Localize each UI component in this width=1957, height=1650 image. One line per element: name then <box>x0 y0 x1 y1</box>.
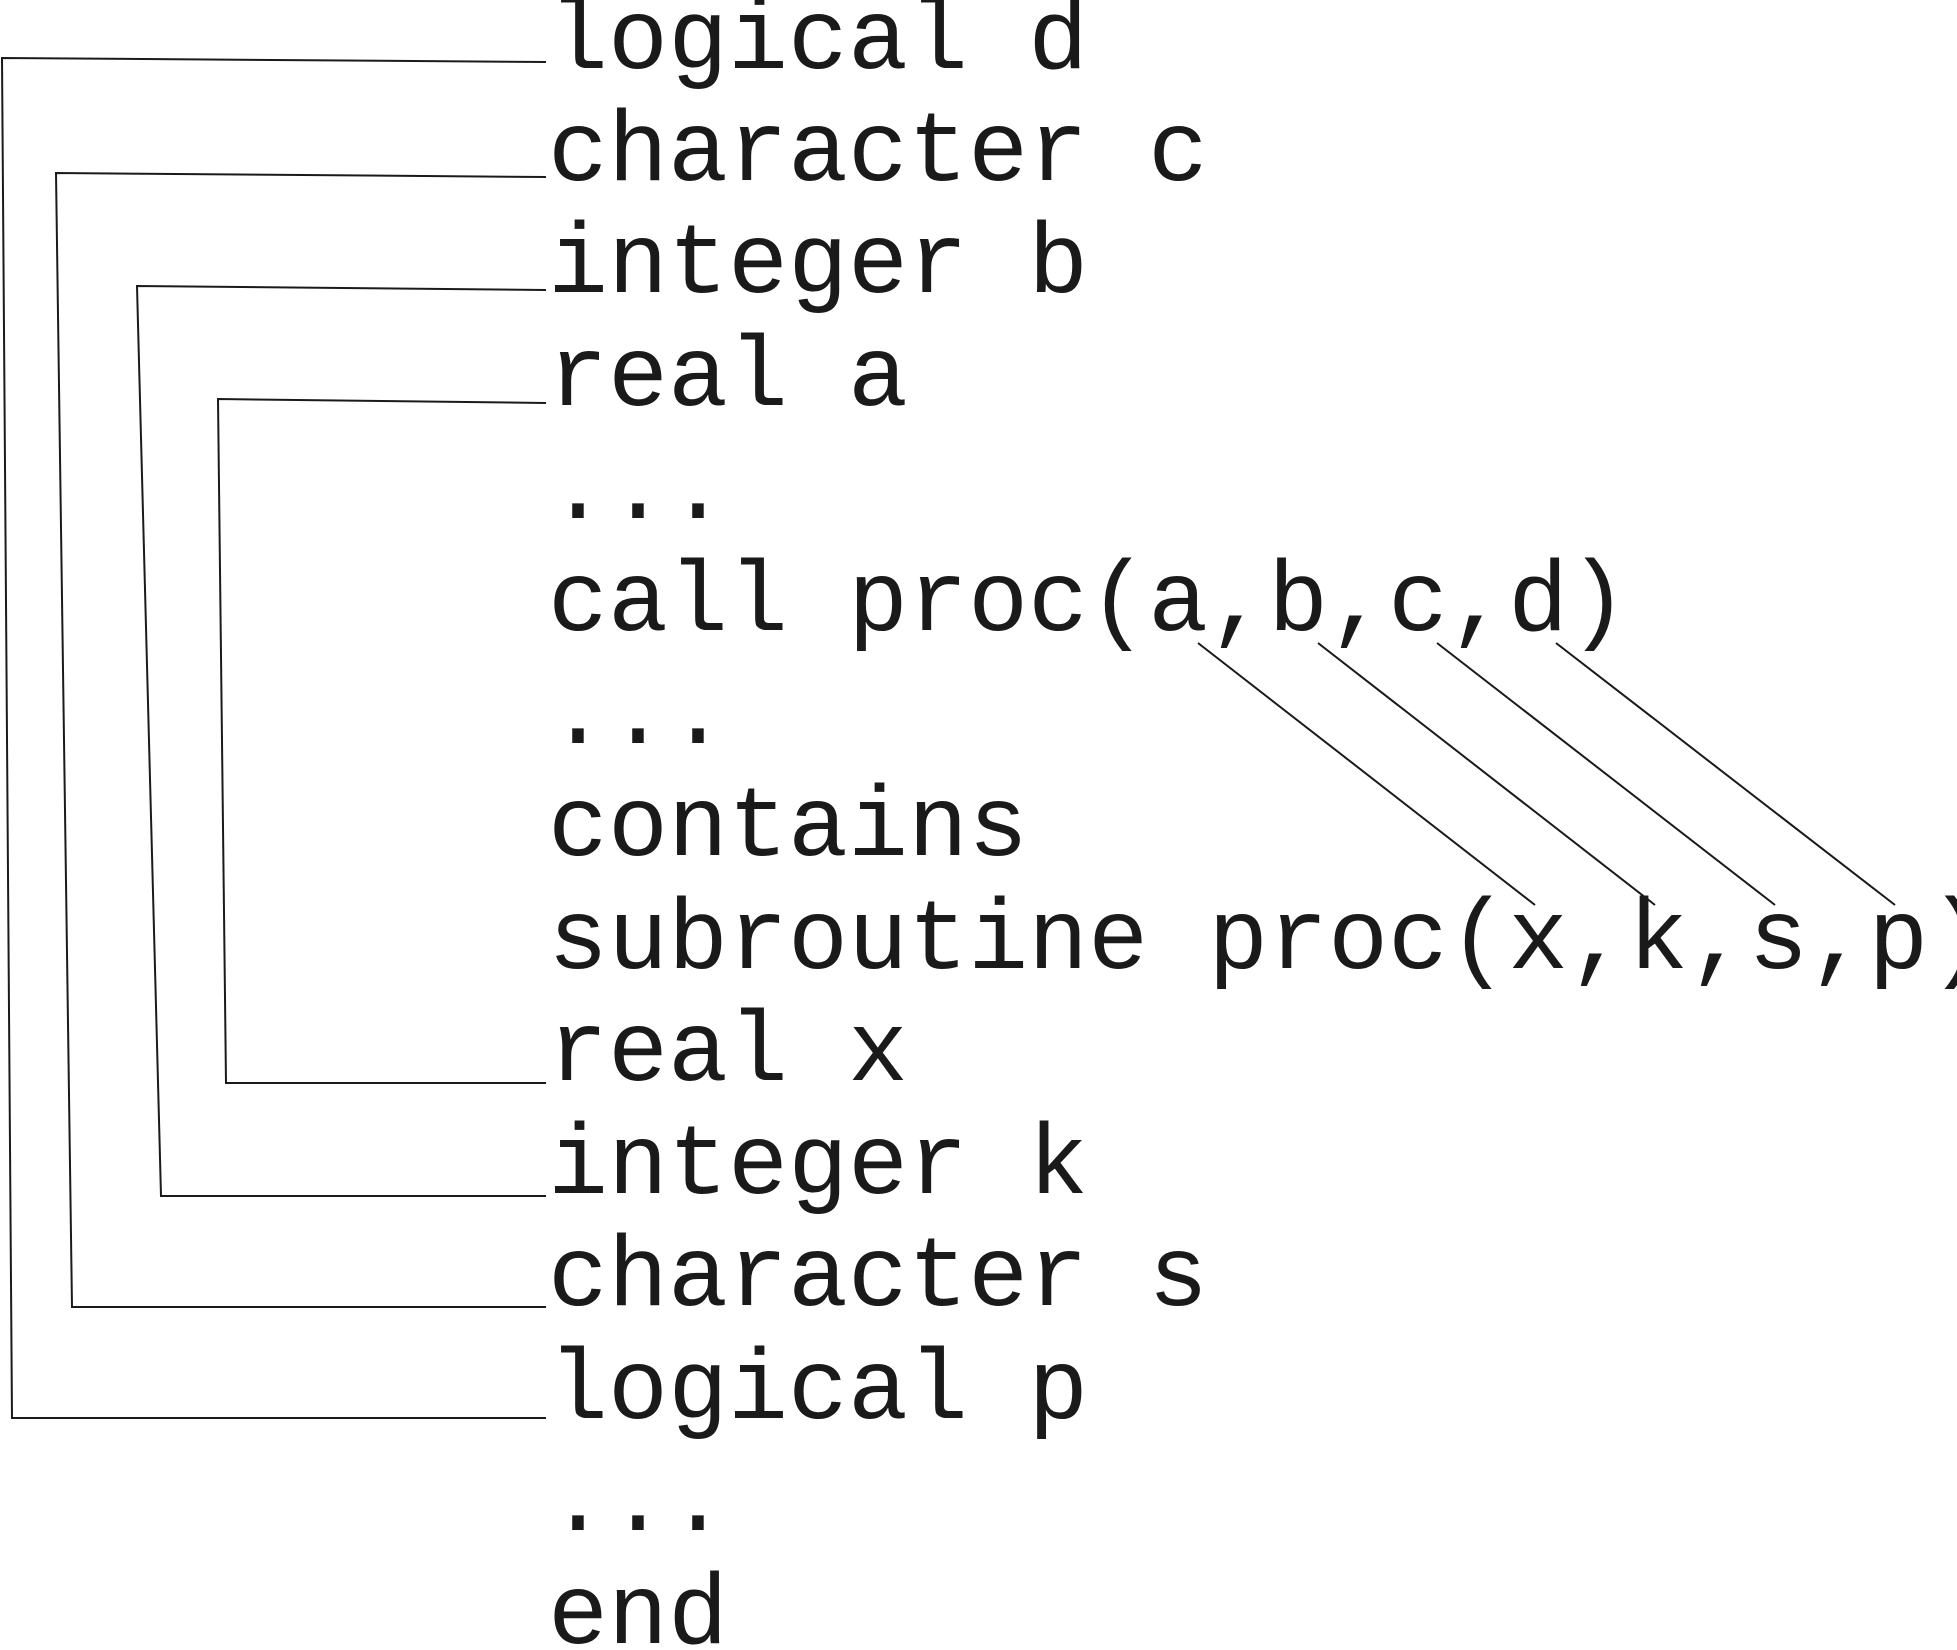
code-line-end: end <box>548 1561 728 1650</box>
code-line-ellipsis-1: ... <box>548 436 728 549</box>
code-line-declare-a: real a <box>548 323 908 436</box>
code-line-ellipsis-3: ... <box>548 1448 728 1561</box>
arg-link-c-to-s <box>1436 642 1776 906</box>
code-line-subroutine-proc: subroutine proc(x,k,s,p) <box>548 886 1957 999</box>
code-line-declare-x: real x <box>548 998 908 1111</box>
code-line-declare-p: logical p <box>548 1336 1088 1449</box>
code-line-declare-c: character c <box>548 98 1208 211</box>
code-line-declare-d: logical d <box>548 0 1088 99</box>
code-listing: logical d character c integer b real a .… <box>548 0 1957 1650</box>
bracket-c-to-s <box>54 171 547 1308</box>
code-line-declare-s: character s <box>548 1223 1208 1336</box>
arg-link-a-to-x <box>1197 642 1536 906</box>
arg-link-b-to-k <box>1317 642 1656 906</box>
code-line-ellipsis-2: ... <box>548 661 728 774</box>
code-line-contains: contains <box>548 773 1028 886</box>
arg-link-d-to-p <box>1555 642 1896 906</box>
code-line-declare-k: integer k <box>548 1111 1088 1224</box>
bracket-b-to-k <box>135 284 547 1197</box>
bracket-a-to-x <box>216 397 547 1084</box>
code-line-declare-b: integer b <box>548 210 1088 323</box>
bracket-d-to-p <box>0 56 547 1419</box>
connector-lines <box>0 56 1896 1419</box>
code-line-call-proc: call proc(a,b,c,d) <box>548 548 1628 661</box>
